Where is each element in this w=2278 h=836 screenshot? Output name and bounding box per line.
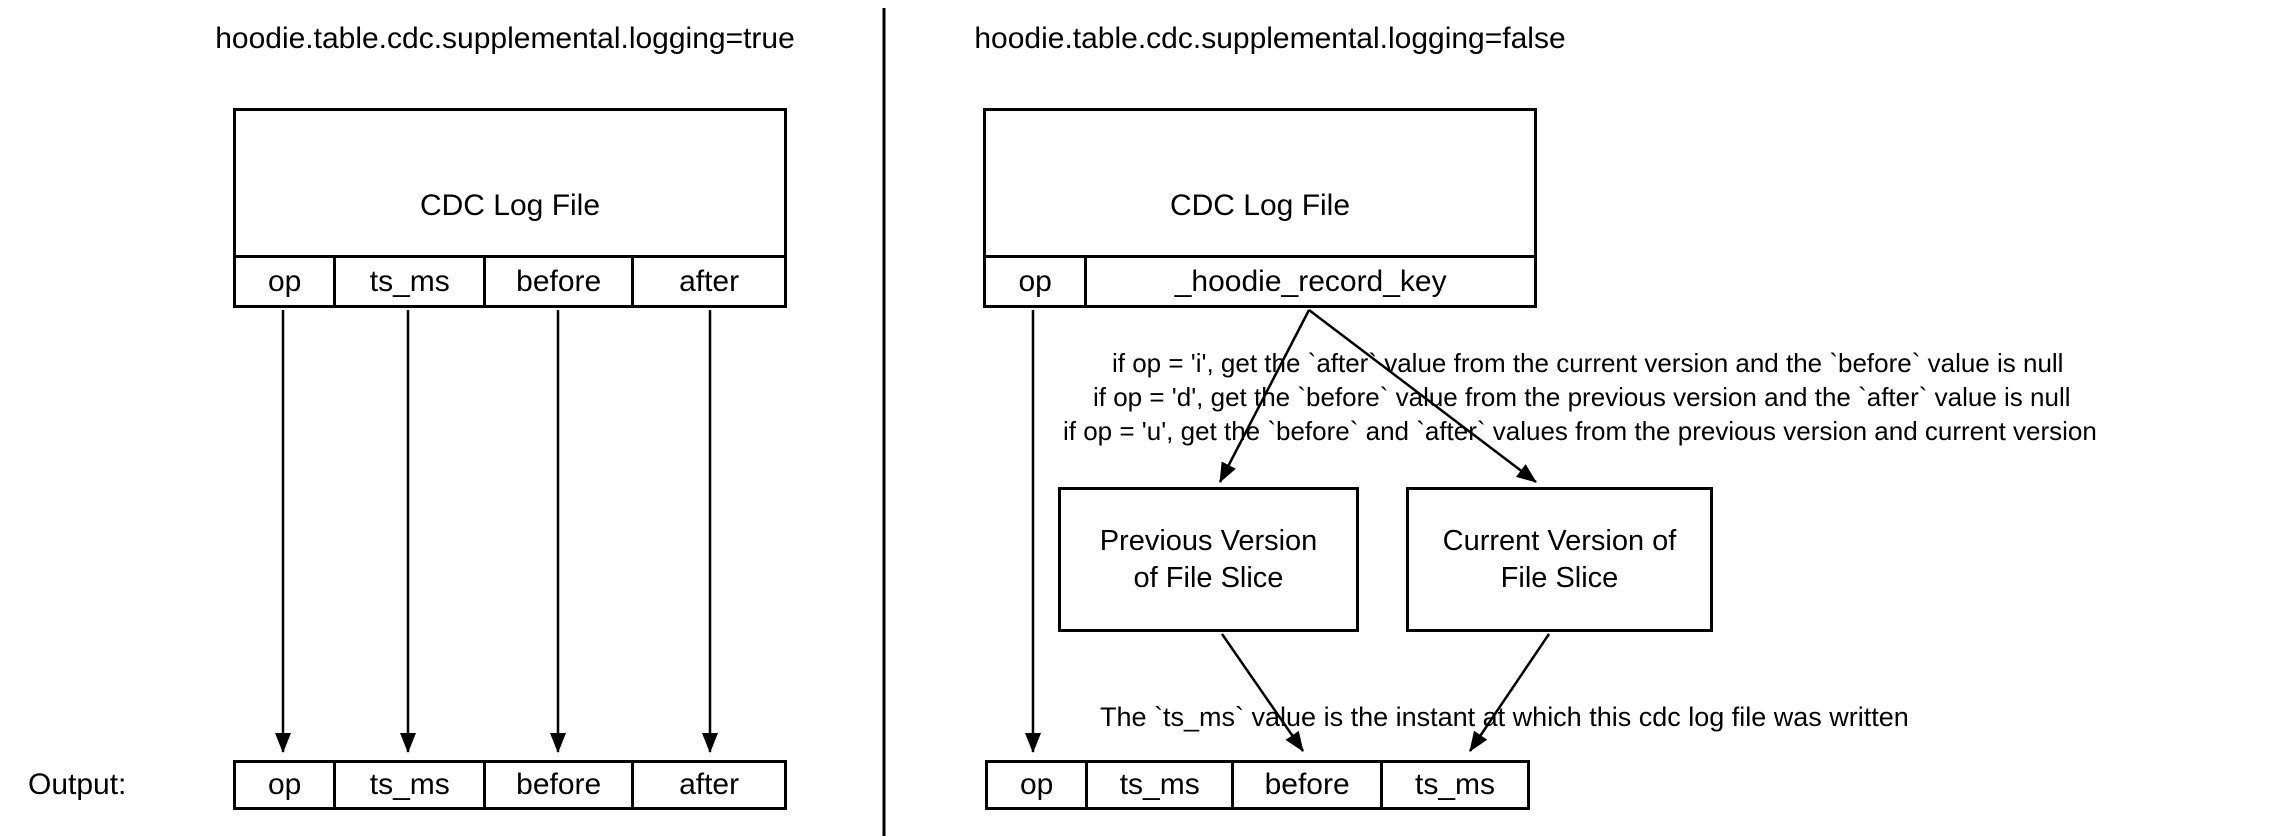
- left-header-cell-ts-ms: ts_ms: [333, 258, 483, 305]
- rule-op-insert: if op = 'i', get the `after` value from …: [1112, 348, 2064, 378]
- left-header-cell-op: op: [267, 264, 302, 298]
- output-label: Output:: [28, 768, 127, 801]
- left-cdc-log-file-label: CDC Log File: [419, 189, 601, 222]
- rule-op-update: if op = 'u', get the `before` and `after…: [1063, 416, 2097, 446]
- right-cdc-header-row: op _hoodie_record_key: [986, 255, 1534, 305]
- right-cdc-log-file-label: CDC Log File: [1169, 189, 1351, 222]
- right-output-cell-ts-ms-2: ts_ms: [1380, 763, 1527, 807]
- left-cdc-log-file-box: CDC Log File op ts_ms before after: [233, 108, 787, 308]
- right-panel-title: hoodie.table.cdc.supplemental.logging=fa…: [974, 22, 1566, 55]
- left-output-cell-after: after: [631, 763, 784, 807]
- left-output-cell-ts-ms: ts_ms: [333, 763, 483, 807]
- left-header-cell-after: after: [631, 258, 784, 305]
- right-output-row: op ts_ms before ts_ms: [985, 760, 1530, 810]
- left-cdc-header-row: op ts_ms before after: [236, 255, 784, 305]
- right-header-cell-hoodie-record-key: _hoodie_record_key: [1084, 258, 1534, 305]
- right-header-cell-op: op: [1018, 264, 1052, 298]
- left-output-cell-op: op: [267, 768, 302, 801]
- current-version-file-slice-box: Current Version of File Slice: [1406, 487, 1713, 632]
- rule-op-delete: if op = 'd', get the `before` value from…: [1093, 382, 2071, 412]
- left-panel-title: hoodie.table.cdc.supplemental.logging=tr…: [215, 22, 795, 55]
- left-header-cell-before: before: [483, 258, 631, 305]
- left-output-row: op ts_ms before after: [233, 760, 787, 810]
- right-output-cell-ts-ms: ts_ms: [1085, 763, 1231, 807]
- right-output-cell-op: op: [1019, 768, 1054, 801]
- previous-version-file-slice-box: Previous Version of File Slice: [1058, 487, 1359, 632]
- right-output-cell-before: before: [1231, 763, 1380, 807]
- left-output-cell-before: before: [483, 763, 631, 807]
- ts-ms-note: The `ts_ms` value is the instant at whic…: [1100, 702, 1909, 732]
- right-cdc-log-file-box: CDC Log File op _hoodie_record_key: [983, 108, 1537, 308]
